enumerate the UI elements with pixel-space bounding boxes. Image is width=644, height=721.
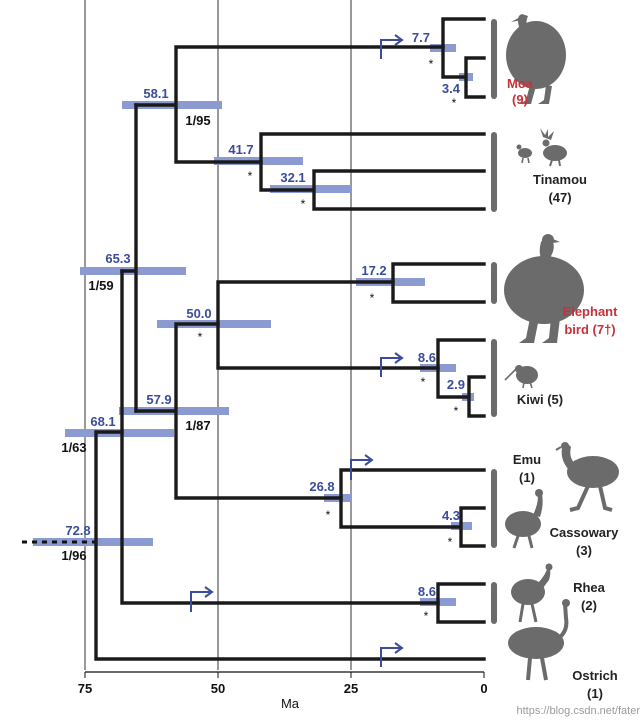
taxon-rhea-name: Rhea	[573, 580, 606, 595]
support-casuariiformes: 1/87	[185, 418, 210, 433]
age-emu-cass: 26.8	[309, 479, 334, 494]
arrow-kiwi-icon	[380, 352, 404, 377]
node-ages: 58.1 7.7 3.4 41.7 32.1 65.3 50.0 17.2 8.…	[65, 30, 465, 599]
axis-tick-75: 75	[78, 681, 92, 696]
age-notopalaeo: 65.3	[105, 251, 130, 266]
time-axis: 75 50 25 0 Ma	[78, 671, 488, 711]
age-kiwi: 8.6	[418, 350, 436, 365]
age-eleph-kiwi: 50.0	[186, 306, 211, 321]
taxon-cassowary-count: (3)	[576, 543, 592, 558]
support-root: 1/96	[61, 548, 86, 563]
support-rhea-node: 1/63	[61, 440, 86, 455]
arrow-rhea-icon	[190, 586, 214, 612]
axis-tick-50: 50	[211, 681, 225, 696]
age-moa-tinamou: 58.1	[143, 86, 168, 101]
emu-silhouette-icon	[555, 442, 619, 512]
flight-arrows	[190, 34, 404, 667]
age-root: 72.8	[65, 523, 90, 538]
age-kiwi-inner: 2.9	[447, 377, 465, 392]
star-kiwi: *	[421, 375, 426, 389]
star-cassowary: *	[448, 535, 453, 549]
taxon-moa-name: Moa	[507, 76, 534, 91]
cassowary-silhouette-icon	[505, 489, 543, 549]
taxon-ostrich-count: (1)	[587, 686, 603, 701]
branch-moa	[441, 17, 486, 99]
branch-68	[120, 269, 440, 605]
age-rhea-node: 68.1	[90, 414, 115, 429]
age-confidence-bars	[33, 44, 474, 606]
moa-silhouette-icon	[506, 14, 566, 104]
arrow-emu-icon	[350, 454, 374, 480]
taxon-tinamou-name: Tinamou	[533, 172, 587, 187]
age-cassowary: 4.3	[442, 508, 460, 523]
branch-emu-cass	[339, 468, 486, 548]
taxon-elephant-name: Elephant	[563, 304, 619, 319]
star-tinamou: *	[248, 169, 253, 183]
ostrich-silhouette-icon	[508, 599, 570, 681]
age-moa-inner: 3.4	[442, 81, 461, 96]
branch-50	[216, 280, 440, 370]
significance-stars: * * * * * * * * * * *	[198, 57, 459, 623]
support-notopalaeo: 1/59	[88, 278, 113, 293]
support-moa-tinamou: 1/95	[185, 113, 210, 128]
branch-root	[94, 430, 486, 661]
taxon-kiwi-name: Kiwi (5)	[517, 392, 563, 407]
branch-tinamou	[259, 132, 486, 211]
star-emu-cass: *	[326, 508, 331, 522]
branch-rhea	[436, 582, 486, 624]
star-elephant: *	[370, 291, 375, 305]
age-elephant: 17.2	[361, 263, 386, 278]
star-tinamou-inner: *	[301, 197, 306, 211]
age-moa: 7.7	[412, 30, 430, 45]
taxon-emu-name: Emu	[513, 452, 541, 467]
branch-58	[134, 45, 445, 164]
star-eleph-kiwi: *	[198, 330, 203, 344]
star-kiwi-inner: *	[454, 404, 459, 418]
age-tinamou: 41.7	[228, 142, 253, 157]
age-rhea: 8.6	[418, 584, 436, 599]
taxon-rhea-count: (2)	[581, 598, 597, 613]
branch-kiwi	[436, 338, 486, 418]
support-values: 1/95 1/59 1/87 1/63 1/96	[61, 113, 210, 563]
age-tinamou-inner: 32.1	[280, 170, 305, 185]
axis-tick-25: 25	[344, 681, 358, 696]
arrow-moa-icon	[380, 34, 404, 59]
elephant-bird-silhouette-icon	[504, 234, 584, 343]
rhea-silhouette-icon	[511, 563, 553, 623]
star-moa: *	[429, 57, 434, 71]
taxon-labels: Moa (9) Tinamou (47) Elephant bird (7†) …	[507, 76, 619, 701]
taxon-cassowary-name: Cassowary	[550, 525, 619, 540]
arrow-ostrich-icon	[380, 642, 404, 667]
branch-elephant	[391, 262, 486, 304]
tinamou-silhouette-icon	[516, 128, 567, 167]
star-rhea: *	[424, 609, 429, 623]
taxon-tinamou-count: (47)	[548, 190, 571, 205]
branch-65	[120, 103, 138, 413]
star-moa-inner: *	[452, 96, 457, 110]
age-casuariiformes: 57.9	[146, 392, 171, 407]
branch-579	[134, 322, 343, 500]
taxon-ostrich-name: Ostrich	[572, 668, 618, 683]
tree-branches	[94, 17, 486, 661]
bird-silhouettes	[504, 14, 619, 681]
taxon-emu-count: (1)	[519, 470, 535, 485]
watermark: https://blog.csdn.net/fater	[516, 705, 640, 717]
taxon-elephant-name2: bird (7†)	[564, 322, 615, 337]
kiwi-silhouette-icon	[504, 365, 538, 389]
axis-label: Ma	[281, 696, 300, 711]
axis-tick-0: 0	[480, 681, 487, 696]
taxon-moa-count: (9)	[512, 92, 528, 107]
